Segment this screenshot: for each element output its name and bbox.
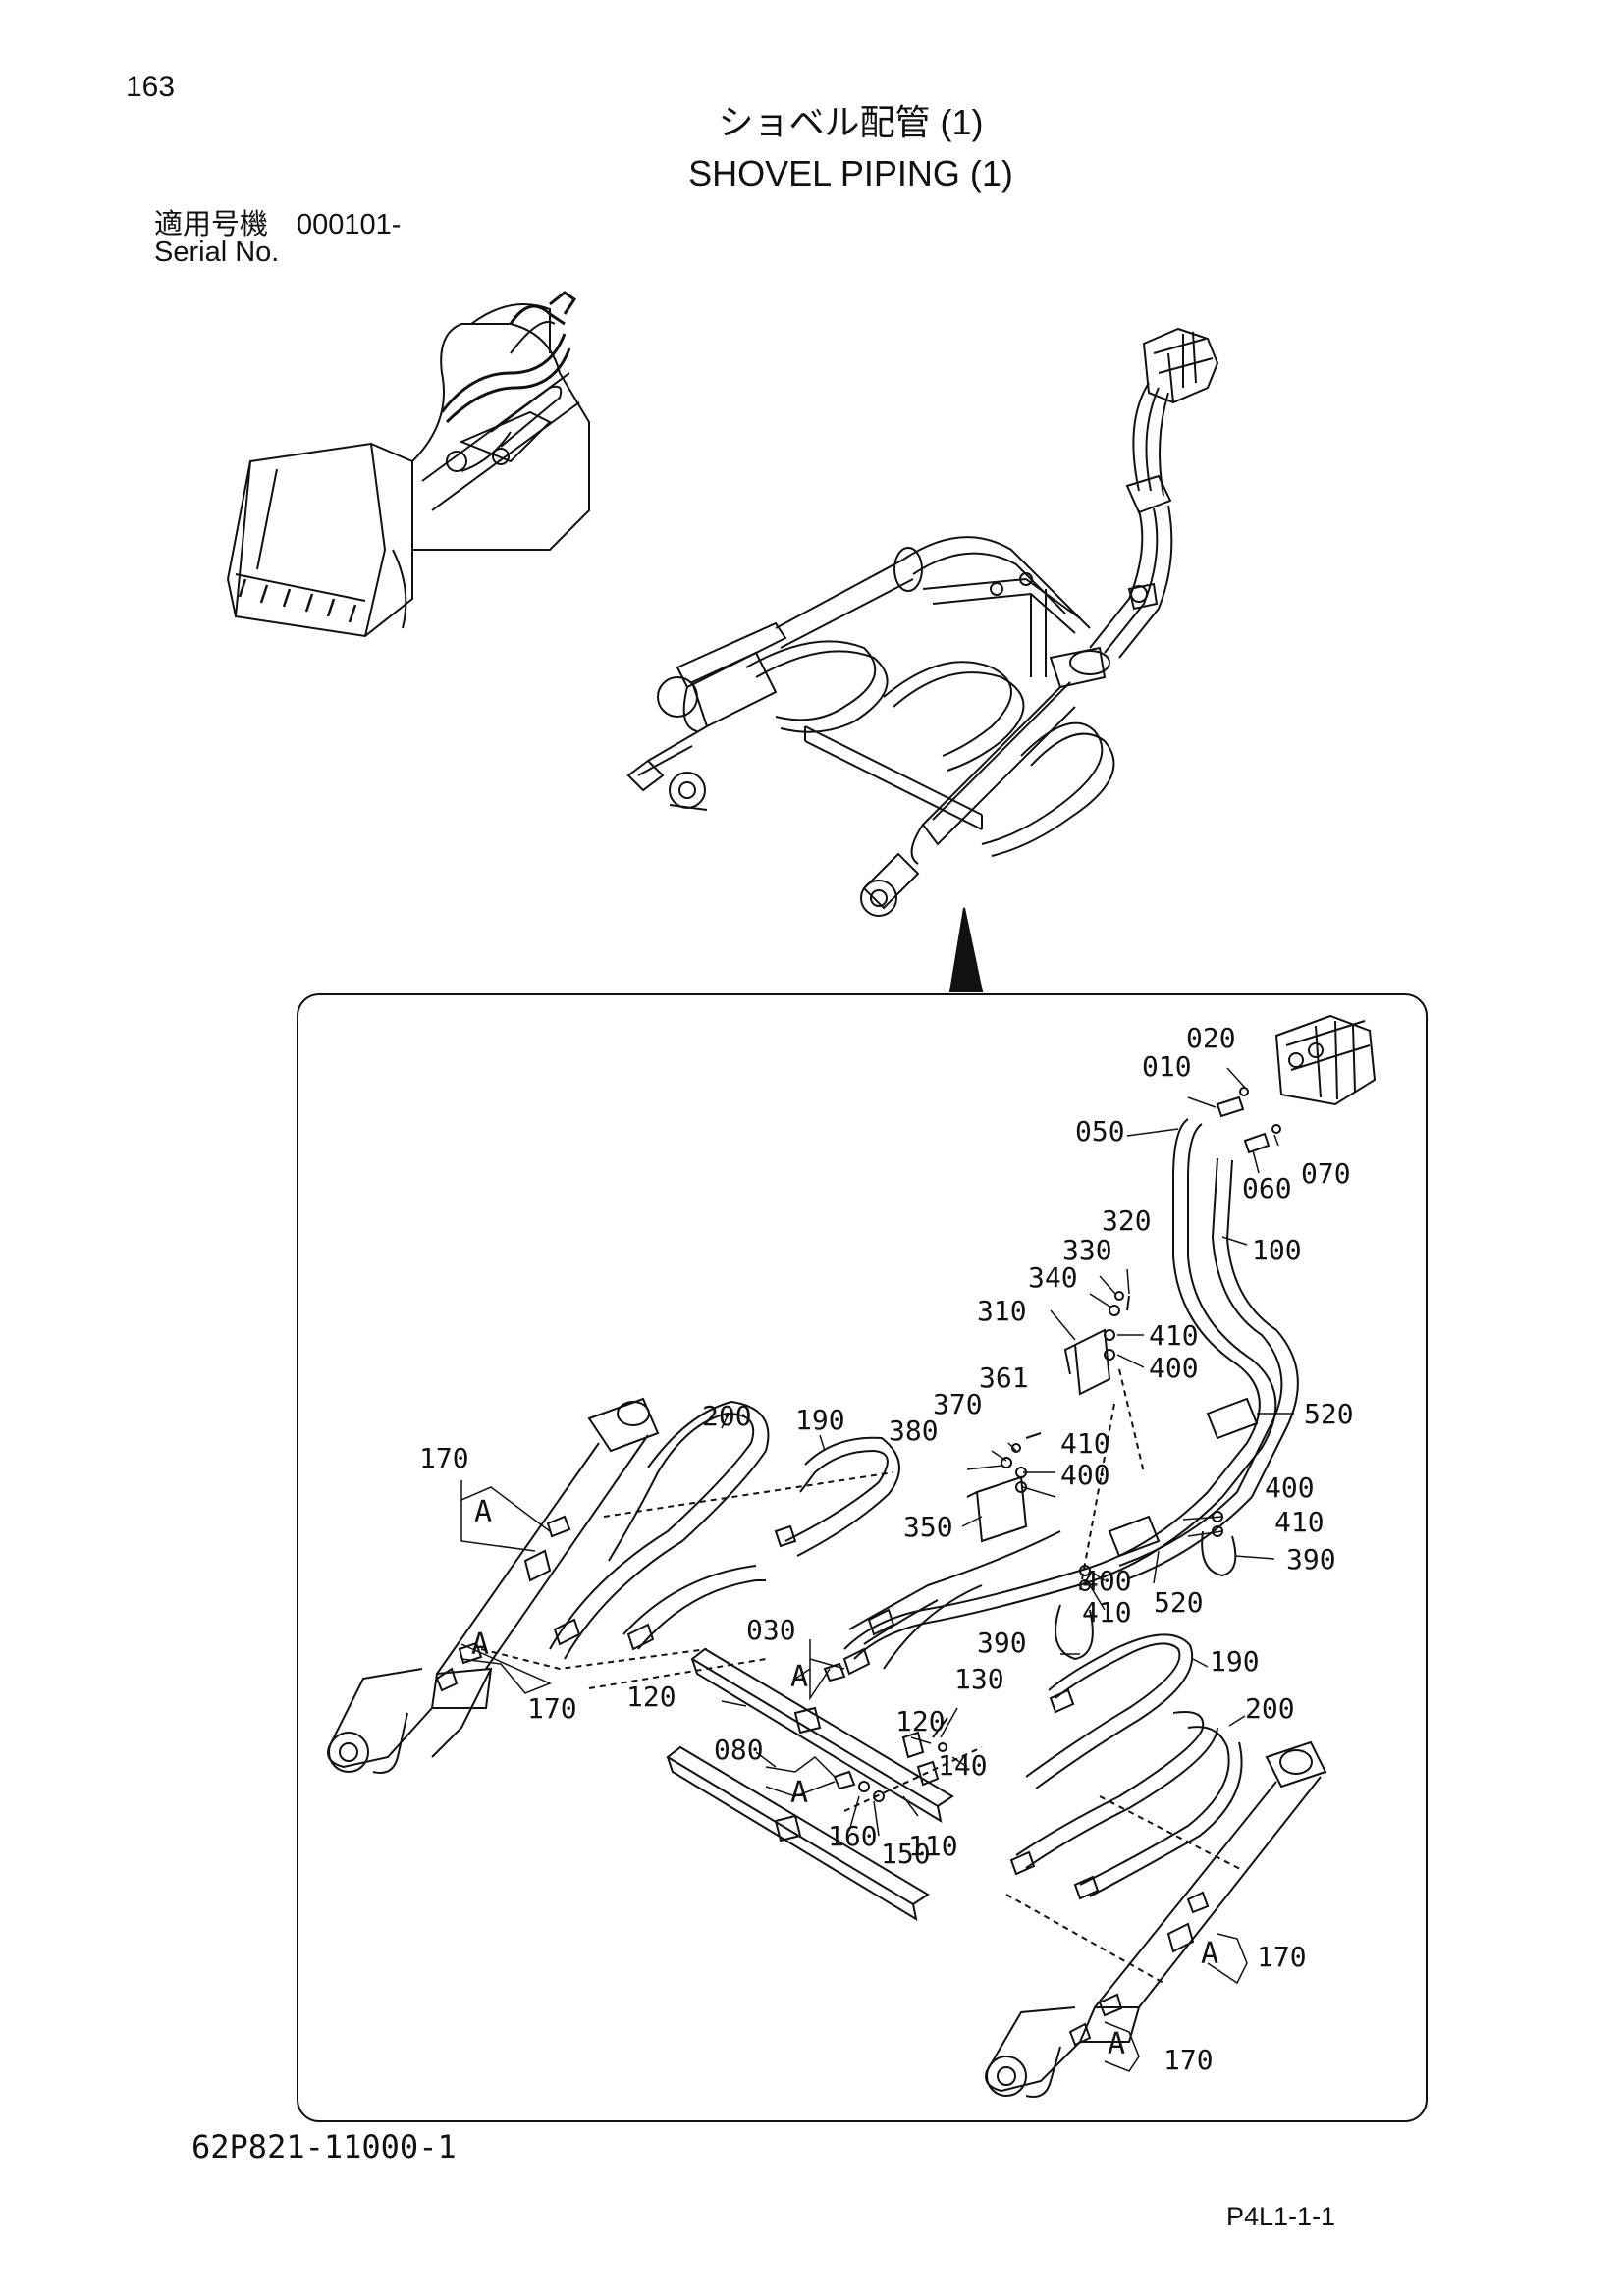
callout-a: A [474, 1495, 492, 1529]
callout-200: 200 [702, 1400, 752, 1432]
callout-130: 130 [954, 1663, 1004, 1695]
callout-labels: 020 010 050 060 070 320 100 330 340 310 … [419, 1022, 1354, 2076]
callout-410: 410 [1060, 1427, 1110, 1460]
view-arrow-indicator [948, 907, 984, 992]
callout-361: 361 [979, 1362, 1029, 1394]
serial-label-japanese: 適用号機 000101- [154, 209, 402, 240]
callout-320: 320 [1102, 1204, 1152, 1237]
callout-a: A [1108, 2027, 1125, 2061]
callout-400: 400 [1149, 1352, 1199, 1384]
callout-120: 120 [895, 1705, 946, 1737]
callout-170: 170 [527, 1692, 577, 1725]
callout-330: 330 [1062, 1234, 1112, 1266]
exploded-view-lines [327, 1014, 1377, 2098]
detail-view-frame [297, 993, 1428, 2122]
callout-390: 390 [977, 1627, 1027, 1659]
callout-340: 340 [1028, 1261, 1078, 1294]
reference-a-markers [460, 1480, 1248, 2072]
callout-170: 170 [419, 1442, 469, 1474]
callout-140: 140 [938, 1749, 988, 1782]
callout-110: 110 [908, 1830, 958, 1862]
callout-520: 520 [1304, 1398, 1354, 1430]
callout-160: 160 [828, 1820, 878, 1852]
callout-350: 350 [903, 1511, 953, 1543]
callout-410: 410 [1082, 1596, 1132, 1629]
piping-assembly-3d-view [626, 327, 1219, 917]
callout-a: A [471, 1628, 489, 1662]
callout-120: 120 [626, 1681, 676, 1713]
callout-leader-lines [721, 1067, 1294, 1837]
callout-080: 080 [714, 1734, 764, 1766]
callout-190: 190 [1210, 1645, 1260, 1678]
callout-030: 030 [746, 1614, 796, 1646]
callout-380: 380 [889, 1415, 939, 1447]
sheet-reference: P4L1-1-1 [1226, 2202, 1336, 2231]
callout-410: 410 [1149, 1319, 1199, 1352]
callout-100: 100 [1252, 1234, 1302, 1266]
callout-a: A [790, 1776, 808, 1810]
drawing-number: 62P821-11000-1 [191, 2128, 457, 2165]
callout-400: 400 [1082, 1565, 1132, 1597]
callout-390: 390 [1286, 1543, 1336, 1575]
callout-400: 400 [1265, 1471, 1315, 1504]
callout-170: 170 [1257, 1941, 1307, 1973]
callout-520: 520 [1154, 1586, 1204, 1619]
callout-200: 200 [1245, 1692, 1295, 1725]
callout-020: 020 [1186, 1022, 1236, 1054]
callout-190: 190 [795, 1404, 845, 1436]
loader-overview-sketch [226, 291, 590, 638]
page-title-english: SHOVEL PIPING (1) [688, 153, 1013, 193]
callout-a: A [790, 1660, 808, 1694]
callout-050: 050 [1075, 1115, 1125, 1148]
callout-170: 170 [1163, 2044, 1214, 2076]
callout-010: 010 [1142, 1050, 1192, 1083]
serial-label-english: Serial No. [154, 237, 280, 268]
callout-070: 070 [1301, 1157, 1351, 1190]
callout-370: 370 [933, 1388, 983, 1420]
callout-310: 310 [977, 1295, 1027, 1327]
callout-a: A [1201, 1937, 1218, 1971]
callout-150: 150 [881, 1838, 931, 1870]
page-title-japanese: ショベル配管 (1) [718, 102, 984, 142]
page-number: 163 [126, 71, 176, 103]
callout-400: 400 [1060, 1459, 1110, 1491]
callout-410: 410 [1274, 1506, 1325, 1538]
callout-060: 060 [1242, 1172, 1292, 1204]
